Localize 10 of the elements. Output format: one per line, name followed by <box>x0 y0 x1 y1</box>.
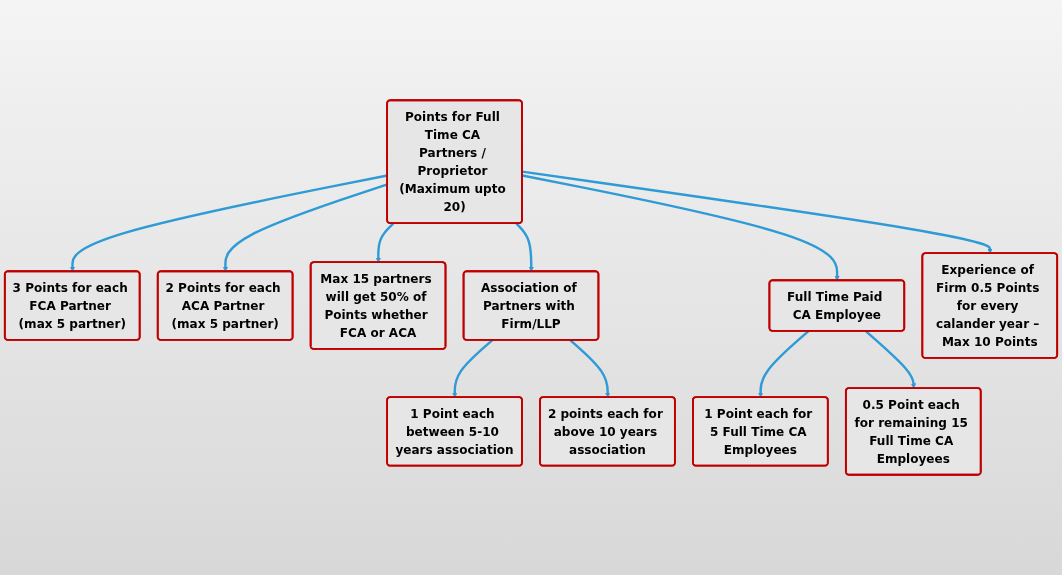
arrow <box>522 170 993 254</box>
arrow <box>375 222 395 263</box>
arrow <box>569 339 611 398</box>
arrow <box>222 183 388 272</box>
arrow <box>865 330 917 389</box>
arrow <box>522 174 840 281</box>
arrow <box>515 222 534 272</box>
arrow <box>452 339 494 398</box>
arrow <box>69 174 388 272</box>
arrow <box>757 330 810 398</box>
